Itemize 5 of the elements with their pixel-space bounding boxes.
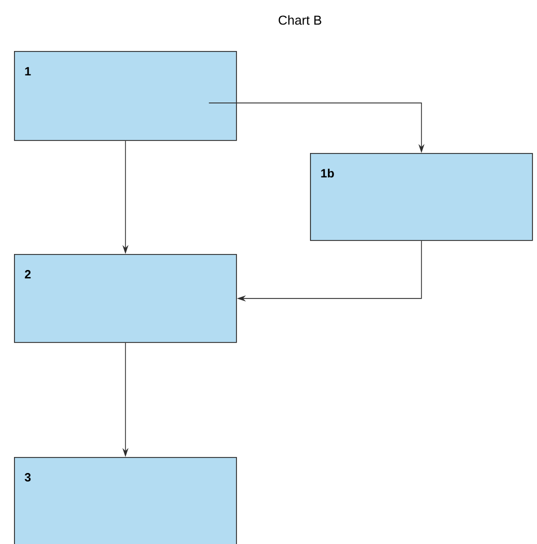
process-box: 2 (14, 254, 237, 343)
process-box: 1 (14, 51, 237, 141)
title: Chart B (278, 15, 322, 25)
process-box: 1b (310, 153, 533, 241)
process-box: 3 (14, 457, 237, 544)
